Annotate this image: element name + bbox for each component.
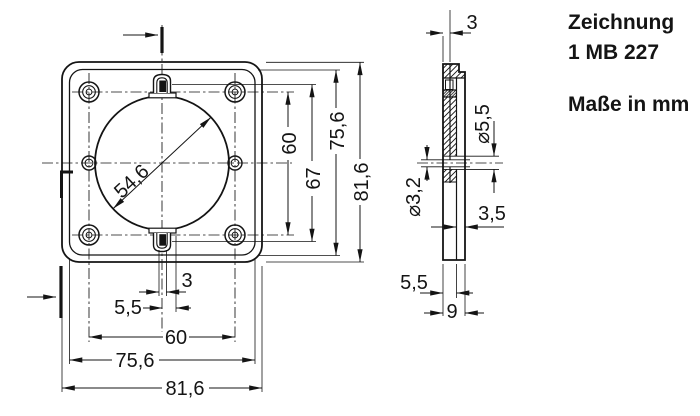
svg-text:81,6: 81,6	[166, 378, 205, 400]
svg-text:60: 60	[279, 132, 301, 154]
small-hole	[81, 155, 97, 171]
centerlines	[42, 25, 294, 342]
side-holes	[81, 155, 243, 171]
svg-text:5,5: 5,5	[400, 272, 428, 294]
section-outline	[442, 63, 466, 261]
svg-text:3: 3	[466, 12, 477, 34]
small-hole	[227, 155, 243, 171]
svg-text:9: 9	[446, 301, 457, 323]
svg-text:75,6: 75,6	[327, 112, 349, 151]
front-view: 54,6 3 5,5 60	[27, 25, 373, 400]
section-line-jog	[60, 170, 73, 198]
svg-text:3,5: 3,5	[478, 203, 506, 225]
svg-text:60: 60	[165, 327, 187, 349]
dim-center-offset: 5,5	[114, 297, 191, 319]
rivet-hole	[224, 81, 246, 103]
bottom-notch	[148, 227, 177, 234]
outer-contour	[61, 61, 263, 263]
drawing-title: Zeichnung	[568, 11, 674, 34]
dim-hole-dia: ⌀3,2	[403, 145, 430, 217]
corner-holes	[78, 81, 246, 246]
top-notch	[148, 92, 177, 99]
svg-text:⌀3,2: ⌀3,2	[403, 177, 425, 217]
dim-inner-width: 75,6	[69, 350, 256, 372]
dim-inner-height: 75,6	[327, 69, 349, 256]
top-tab	[152, 73, 172, 93]
inner-contour	[68, 68, 256, 256]
section-arrow-left	[27, 266, 63, 318]
dim-outer-height: 81,6	[351, 62, 373, 263]
dim-hole-spacing-v: 60	[279, 91, 301, 236]
rivet-hole	[78, 224, 100, 246]
section-hole-edges	[417, 155, 503, 170]
dim-label-54-6: 54,6	[110, 160, 153, 203]
svg-text:3: 3	[181, 270, 192, 292]
rivet-hole	[78, 81, 100, 103]
title-block: Zeichnung 1 MB 227 Maße in mm	[568, 11, 689, 116]
section-dimensions: 3 ⌀5,5 ⌀3,2 3,5	[400, 10, 506, 323]
dim-step-thickness: 5,5	[400, 264, 473, 316]
section-hatching	[443, 64, 465, 182]
units-note: Maße in mm	[568, 93, 689, 116]
svg-text:67: 67	[303, 167, 325, 189]
dim-boss-thickness: 3,5	[431, 203, 506, 230]
front-right-dimensions: 60 67 75,6 81,6	[172, 61, 373, 263]
tab-slot-pocket	[445, 79, 454, 90]
dim-slot-width: 3	[139, 270, 193, 295]
svg-text:75,6: 75,6	[116, 350, 155, 372]
svg-text:81,6: 81,6	[351, 163, 373, 202]
svg-text:⌀5,5: ⌀5,5	[472, 104, 494, 144]
section-indicators	[27, 27, 164, 318]
section-arrow-top	[123, 27, 164, 53]
front-bottom-dimensions: 3 5,5 60 75,6 81,6	[61, 236, 263, 400]
bottom-tab	[152, 233, 172, 253]
dim-hole-spacing-h: 60	[88, 327, 236, 349]
dim-plate-thickness: 3	[426, 10, 478, 62]
section-view: 3 ⌀5,5 ⌀3,2 3,5	[400, 10, 506, 323]
drawing-number: 1 MB 227	[568, 41, 659, 64]
dim-counterbore-dia: ⌀5,5	[472, 104, 497, 193]
dim-outer-width: 81,6	[61, 378, 263, 400]
svg-text:5,5: 5,5	[114, 297, 142, 319]
dim-tab-spacing: 67	[303, 84, 325, 242]
dim-total-thickness: 9	[424, 264, 484, 323]
